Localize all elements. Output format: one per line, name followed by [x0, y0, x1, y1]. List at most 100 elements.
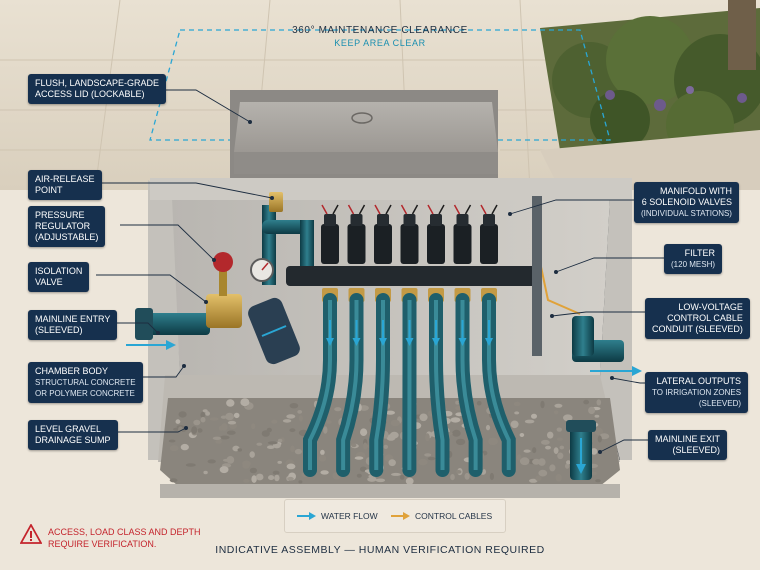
- chamber-rim: [150, 178, 632, 200]
- gravel-stone: [169, 445, 179, 452]
- label-line: LATERAL OUTPUTS: [656, 376, 742, 386]
- planter-edge: [540, 130, 760, 190]
- water-flow-arrow-icon: [297, 512, 316, 520]
- gravel-stone: [456, 470, 462, 474]
- gravel-stone: [226, 430, 236, 435]
- gravel-stone: [298, 480, 303, 484]
- gravel-stone: [256, 442, 263, 446]
- gravel-stone: [563, 414, 573, 422]
- lateral-output-riser: [572, 316, 594, 356]
- label-line: (SLEEVED): [35, 325, 83, 335]
- gravel-stone: [298, 415, 303, 422]
- gravel-stone: [178, 411, 187, 418]
- gravel-stone: [360, 428, 368, 437]
- gravel-stone: [326, 420, 332, 424]
- gravel-stone: [226, 399, 235, 407]
- clearance-subtitle: KEEP AREA CLEAR: [334, 38, 426, 48]
- sump-base: [160, 484, 620, 498]
- shrubs: [552, 16, 760, 159]
- gravel-stone: [274, 474, 280, 482]
- gravel-stone: [565, 463, 570, 469]
- gravel-stone: [169, 478, 178, 483]
- gravel-stone: [267, 441, 278, 445]
- inlet-sleeve: [135, 308, 153, 340]
- gravel-stone: [363, 442, 368, 450]
- access-lid: [234, 102, 498, 152]
- gravel-stone: [547, 431, 554, 439]
- gravel-stone: [399, 475, 405, 480]
- gravel-stone: [488, 437, 498, 446]
- gravel-stone: [286, 463, 296, 470]
- gravel-stone: [385, 410, 395, 415]
- gravel-stone: [375, 478, 386, 483]
- lid-lock: [351, 112, 373, 124]
- gravel-stone: [532, 447, 537, 454]
- label-lateral-outputs: LATERAL OUTPUTS TO IRRIGATION ZONES (SLE…: [645, 372, 749, 413]
- gravel-stone: [320, 449, 325, 455]
- isolation-valve-body: [206, 294, 242, 328]
- gravel-stone: [320, 470, 329, 475]
- gravel-stone: [227, 420, 237, 425]
- gravel-stone: [455, 438, 466, 446]
- gravel-stone: [200, 411, 205, 418]
- legend: WATER FLOW CONTROL CABLES: [284, 499, 506, 533]
- gravel-stone: [452, 429, 461, 437]
- gravel-stone: [318, 454, 327, 462]
- label-line: MAINLINE ENTRY: [35, 314, 111, 324]
- gravel-stone: [383, 444, 389, 449]
- warning-text: ACCESS, LOAD CLASS AND DEPTH REQUIRE VER…: [48, 526, 201, 550]
- gravel-stone: [289, 428, 296, 433]
- gravel-stone: [594, 414, 600, 418]
- clearance-title: 360° MAINTENANCE CLEARANCE: [292, 25, 468, 36]
- gravel-stone: [535, 475, 542, 482]
- gravel-stone: [524, 419, 535, 424]
- gravel-stone: [427, 456, 436, 461]
- chamber-right-wall: [600, 180, 632, 460]
- label-line: TO IRRIGATION ZONES: [652, 388, 742, 397]
- label-control-conduit: LOW-VOLTAGE CONTROL CABLE CONDUIT (SLEEV…: [645, 298, 750, 339]
- label-line: CHAMBER BODY: [35, 366, 109, 376]
- label-line: (SLEEVED): [698, 399, 742, 408]
- gravel-stone: [367, 476, 377, 482]
- gravel-stone: [555, 473, 562, 482]
- gauge-needle: [261, 262, 269, 271]
- gravel-stone: [390, 419, 400, 427]
- gravel-stone: [554, 403, 563, 408]
- gravel-stone: [556, 427, 562, 432]
- gravel-stone: [219, 466, 229, 474]
- gravel-stone: [323, 426, 328, 434]
- gravel-stone: [391, 472, 401, 476]
- control-cable-conduit: [539, 261, 581, 315]
- label-line: MANIFOLD WITH: [659, 186, 732, 196]
- label-chamber-body: CHAMBER BODY STRUCTURAL CONCRETE OR POLY…: [28, 362, 143, 403]
- gravel-stone: [513, 401, 521, 407]
- gravel-stone: [226, 456, 235, 464]
- label-line: LEVEL GRAVEL: [35, 424, 102, 434]
- gravel-stone: [168, 439, 176, 443]
- gravel-stone: [297, 410, 303, 414]
- label-gravel-sump: LEVEL GRAVEL DRAINAGE SUMP: [28, 420, 118, 450]
- gravel-stone: [205, 411, 211, 416]
- label-mainline-exit: MAINLINE EXIT (SLEEVED): [648, 430, 728, 460]
- gravel-stone: [220, 415, 227, 419]
- gravel-stone: [249, 467, 257, 474]
- gravel-stone: [290, 445, 295, 453]
- gravel-stone: [272, 470, 280, 475]
- gravel-stone: [425, 433, 430, 442]
- legend-water-flow: WATER FLOW: [321, 511, 378, 521]
- gravel-stone: [545, 445, 551, 450]
- gravel-stone: [489, 472, 494, 481]
- gravel-stone: [450, 474, 455, 481]
- label-line: POINT: [35, 185, 63, 195]
- gravel-stone: [203, 470, 208, 475]
- gravel-stone: [193, 419, 201, 426]
- legend-control-cables: CONTROL CABLES: [415, 511, 493, 521]
- label-isolation-valve: ISOLATION VALVE: [28, 262, 90, 292]
- gravel-stone: [266, 427, 272, 433]
- gravel-stone: [277, 460, 283, 464]
- gravel-stone: [219, 435, 230, 440]
- gravel-stone: [419, 413, 428, 422]
- lateral-pipe: [482, 293, 516, 477]
- label-line: AIR-RELEASE: [35, 174, 95, 184]
